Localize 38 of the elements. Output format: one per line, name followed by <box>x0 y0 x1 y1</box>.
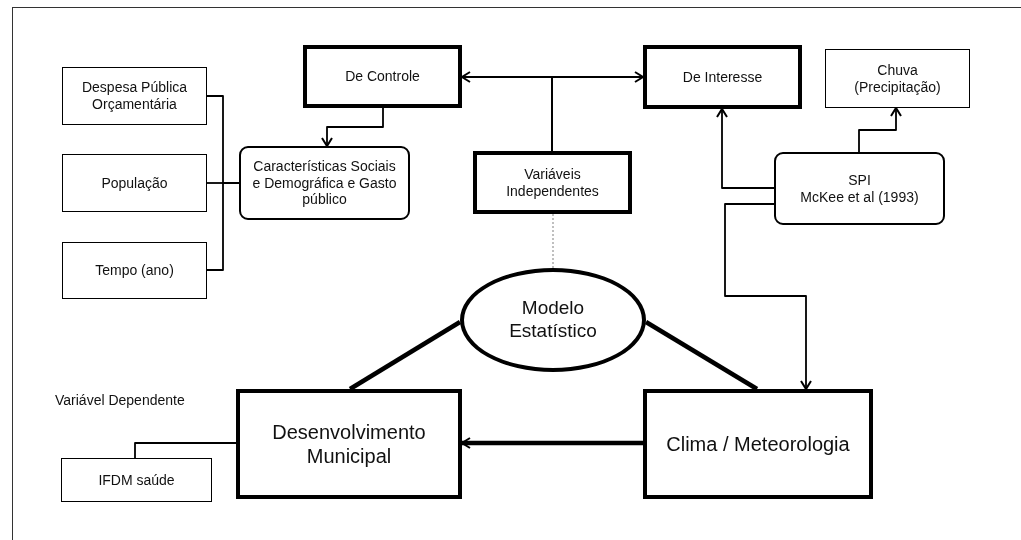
arrow <box>551 71 644 152</box>
node-text: Características Sociais e Demográfica e Gasto público <box>251 157 398 209</box>
category-box <box>473 151 632 214</box>
node-text: SPI <box>848 171 871 189</box>
process-box <box>236 389 462 499</box>
arrow <box>858 107 902 153</box>
arrow <box>321 107 384 147</box>
connector-line <box>348 320 462 391</box>
node-text: De Interesse <box>682 68 763 86</box>
node-text: População <box>101 174 168 192</box>
node-text: Clima / Meteorologia <box>666 432 850 456</box>
process-box <box>643 389 873 499</box>
variable-box <box>62 67 207 125</box>
connector-line <box>644 320 759 391</box>
annotation-text: Variável Dependente <box>55 392 185 408</box>
node-text: De Controle <box>345 68 420 85</box>
node-text: Despesa Pública Orçamentária <box>80 79 189 113</box>
arrow <box>716 108 775 189</box>
rounded-box <box>774 152 945 225</box>
connector-line <box>206 182 240 271</box>
node-text: McKee et al (1993) <box>800 188 919 206</box>
node-text: Variáveis Independentes <box>505 165 600 200</box>
category-box <box>643 45 802 109</box>
variable-box <box>62 154 207 212</box>
node-text: IFDM saúde <box>98 471 175 489</box>
arrow <box>724 203 812 390</box>
variable-box <box>825 49 970 108</box>
node-text: Desenvolvimento Municipal <box>271 420 427 468</box>
node-text: Modelo Estatístico <box>508 297 598 343</box>
arrow <box>461 437 643 449</box>
dotted-connector <box>552 213 554 269</box>
category-box <box>303 45 462 108</box>
rounded-box <box>239 146 410 220</box>
node-text: Tempo (ano) <box>95 262 174 279</box>
connector-line <box>134 442 237 459</box>
variable-box <box>61 458 212 502</box>
variable-box <box>62 242 207 299</box>
node-text: Chuva (Precipitação) <box>853 61 942 96</box>
